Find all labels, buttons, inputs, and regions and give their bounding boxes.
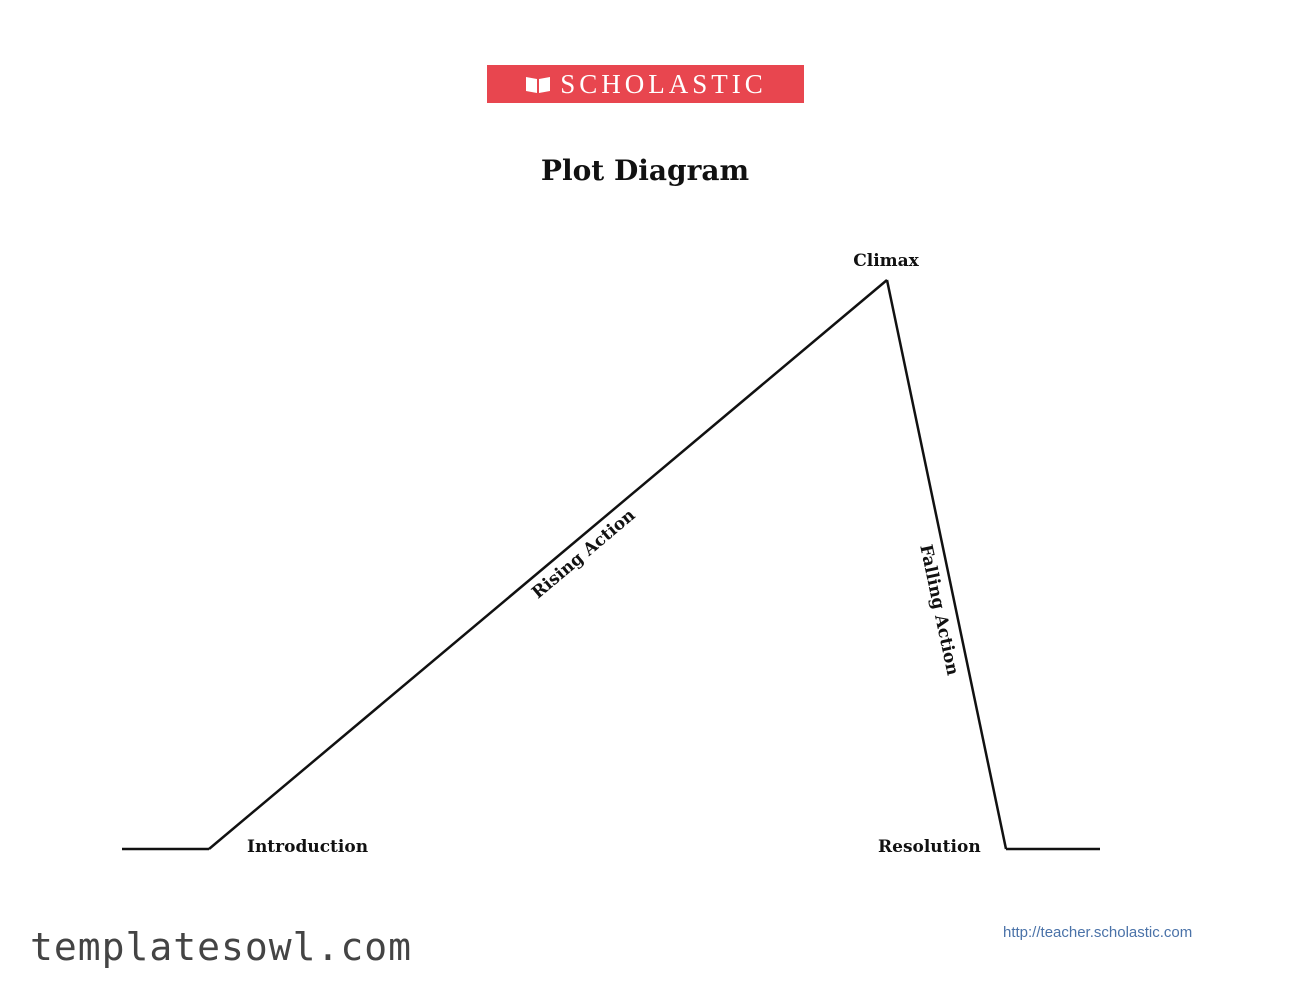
climax-label: Climax [853,251,919,271]
watermark-text: templatesowl.com [30,925,413,969]
logo-text: SCHOLASTIC [560,68,767,99]
introduction-label: Introduction [247,837,368,857]
rising-action-line [208,279,888,850]
falling-action-line [885,279,1008,850]
rising-action-label: Rising Action [528,505,639,603]
open-book-icon [526,77,551,93]
resolution-label: Resolution [878,837,981,857]
scholastic-logo: SCHOLASTIC [487,65,804,103]
source-url[interactable]: http://teacher.scholastic.com [1003,924,1193,941]
page-title: Plot Diagram [540,154,750,187]
